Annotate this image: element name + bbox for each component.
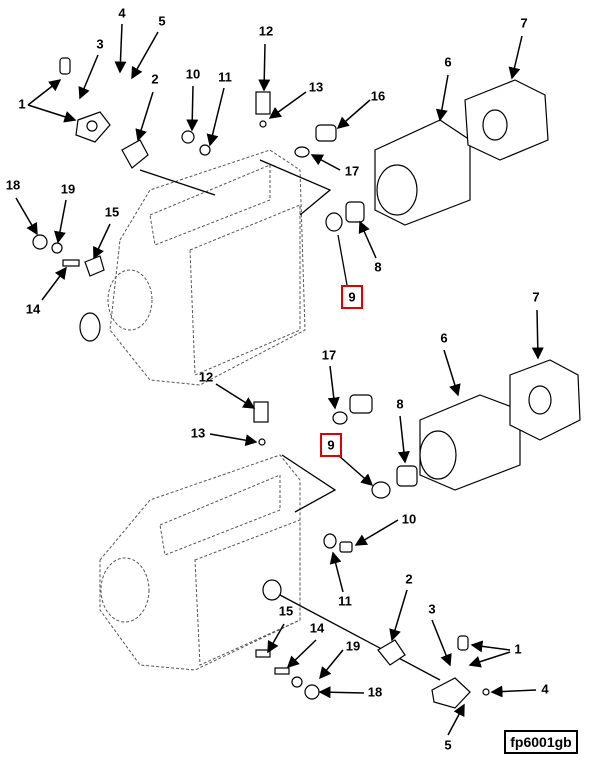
highlight-box	[341, 285, 363, 309]
callout: 4	[118, 5, 126, 20]
callout: 11	[218, 69, 232, 84]
top-leader-arrows	[15, 23, 523, 301]
callout: 19	[346, 638, 360, 653]
callout: 8	[396, 396, 403, 411]
bottom-parts	[253, 359, 581, 709]
callout: 17	[345, 163, 359, 178]
callout: 8	[374, 259, 381, 274]
bottom-callouts: 17 6 7 12 8 13 9 10 11 2 3 1 15 14 19 18…	[191, 289, 550, 752]
callout-highlighted: 9	[327, 437, 334, 452]
callout: 10	[402, 511, 416, 526]
callout: 17	[322, 347, 336, 362]
callout: 3	[428, 601, 435, 616]
callout: 19	[61, 181, 75, 196]
callout: 7	[532, 289, 539, 304]
callout: 14	[26, 301, 41, 316]
callout: 7	[520, 15, 527, 30]
callout-highlighted: 9	[348, 289, 355, 304]
callout: 18	[6, 177, 20, 192]
callout: 4	[541, 681, 549, 696]
bottom-leader-arrows	[209, 309, 544, 736]
callout: 5	[444, 737, 451, 752]
callout: 10	[186, 66, 200, 81]
callout: 13	[309, 79, 323, 94]
callout: 11	[338, 593, 352, 608]
callout: 5	[158, 13, 165, 28]
callout: 15	[279, 603, 293, 618]
top-parts	[32, 57, 549, 277]
callout: 3	[96, 36, 103, 51]
callout: 2	[151, 71, 158, 86]
top-callouts: 1 3 4 5 2 10 11 12 13 16 17 6 7 18 19 15…	[6, 5, 528, 316]
bottom-pump-body	[99, 454, 441, 681]
callout: 1	[18, 96, 25, 111]
callout: 16	[371, 88, 385, 103]
callout: 13	[191, 425, 205, 440]
callout: 12	[259, 23, 273, 38]
callout: 6	[444, 54, 451, 69]
highlight-box	[320, 433, 342, 457]
callout: 14	[310, 620, 325, 635]
top-pump-body	[79, 149, 332, 386]
callout: 12	[199, 369, 213, 384]
figure-id-label: fp6001gb	[504, 730, 578, 754]
callout: 1	[514, 641, 521, 656]
callout: 2	[405, 571, 412, 586]
callout: 15	[105, 204, 119, 219]
callout: 18	[368, 684, 382, 699]
callout: 6	[440, 330, 447, 345]
